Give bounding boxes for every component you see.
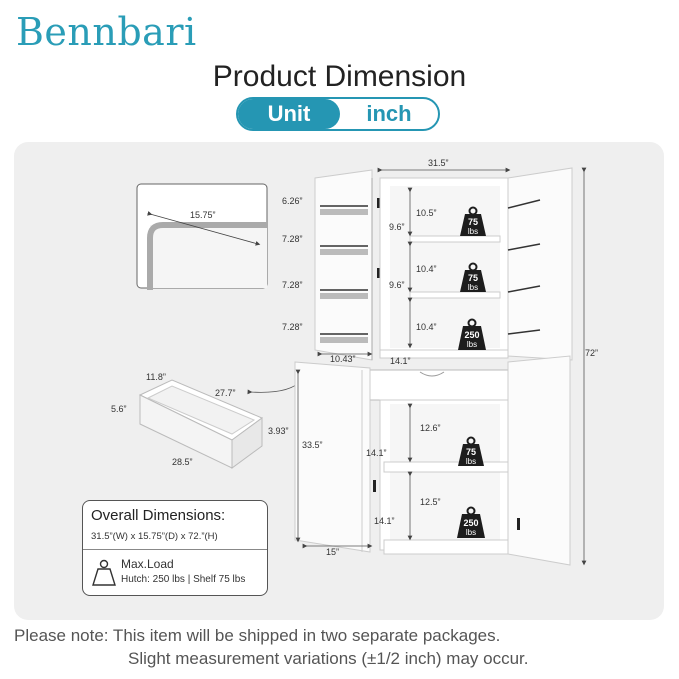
weight-icon: 75 lbs	[460, 206, 486, 236]
dim-hutch-width-2: 9.6”	[389, 280, 405, 290]
drawer-detail: 11.8” 27.7” 5.6” 3.93” 28.5”	[111, 371, 306, 469]
svg-text:250: 250	[463, 518, 478, 528]
weight-outline-icon	[92, 559, 116, 586]
dim-drawer-height: 5.6”	[111, 404, 127, 414]
dim-base-gap-2: 12.5”	[420, 497, 441, 507]
svg-text:250: 250	[464, 330, 479, 340]
dim-drawer-width: 27.7”	[215, 388, 236, 398]
dim-drawer-depth: 11.8”	[146, 372, 166, 382]
svg-text:lbs: lbs	[468, 283, 478, 292]
unit-value[interactable]: inch	[366, 101, 412, 126]
dim-base-gap-1: 12.6”	[420, 423, 441, 433]
dim-side-shelf-3: 7.28”	[282, 280, 303, 290]
cabinet-base	[294, 355, 571, 566]
dim-side-shelf-2: 7.28”	[282, 234, 303, 244]
overall-value: 31.5”(W) x 15.75”(D) x 72.”(H)	[91, 531, 218, 542]
dim-top-depth: 15.75”	[190, 210, 216, 220]
svg-text:lbs: lbs	[468, 227, 478, 236]
dim-hutch-inner-depth: 14.1”	[390, 356, 411, 366]
dim-base-inner-2: 14.1”	[374, 516, 395, 526]
dimension-lines	[295, 167, 587, 566]
dim-side-shelf-1: 6.26”	[282, 196, 303, 206]
max-load-value: Hutch: 250 lbs | Shelf 75 lbs	[121, 574, 246, 585]
dim-hutch-gap-3: 10.4”	[416, 322, 437, 332]
weight-icon: 250 lbs	[457, 506, 485, 538]
svg-text:lbs: lbs	[466, 457, 476, 466]
weight-icon: 75 lbs	[458, 436, 484, 466]
dim-base-inner-1: 14.1”	[366, 448, 387, 458]
weight-icon: 250 lbs	[458, 318, 486, 350]
dim-drawer-length: 28.5”	[172, 457, 193, 467]
page-title: Product Dimension	[212, 60, 467, 93]
max-load-label: Max.Load	[121, 557, 174, 571]
dim-hutch-gap-2: 10.4”	[416, 264, 437, 274]
dim-base-depth: 15”	[326, 547, 339, 557]
dim-height: 72”	[585, 348, 598, 358]
overall-dimensions-box: Overall Dimensions: 31.5”(W) x 15.75”(D)…	[82, 500, 268, 596]
note-line-1: Please note: This item will be shipped i…	[14, 626, 501, 645]
cabinet-hutch	[314, 167, 573, 361]
unit-toggle[interactable]: Unit inch	[236, 97, 440, 131]
svg-text:lbs: lbs	[466, 528, 476, 537]
dim-hutch-depth: 10.43”	[330, 354, 356, 364]
dim-side-shelf-4: 7.28”	[282, 322, 303, 332]
dim-drawer-height-2: 3.93”	[268, 426, 289, 436]
top-panel-detail: 15.75”	[136, 183, 268, 290]
dim-width: 31.5”	[428, 158, 449, 168]
dim-base-height: 33.5”	[302, 440, 323, 450]
note-line-2: Slight measurement variations (±1/2 inch…	[128, 649, 529, 668]
unit-label: Unit	[238, 99, 340, 129]
svg-text:75: 75	[468, 217, 478, 227]
brand-logo: Bennbari	[16, 10, 197, 54]
svg-text:75: 75	[466, 447, 476, 457]
overall-heading: Overall Dimensions:	[91, 507, 226, 524]
divider	[83, 549, 267, 550]
svg-text:75: 75	[468, 273, 478, 283]
dim-hutch-width-1: 9.6”	[389, 222, 405, 232]
svg-text:lbs: lbs	[467, 340, 477, 349]
weight-icon: 75 lbs	[460, 262, 486, 292]
dim-hutch-gap-1: 10.5”	[416, 208, 437, 218]
